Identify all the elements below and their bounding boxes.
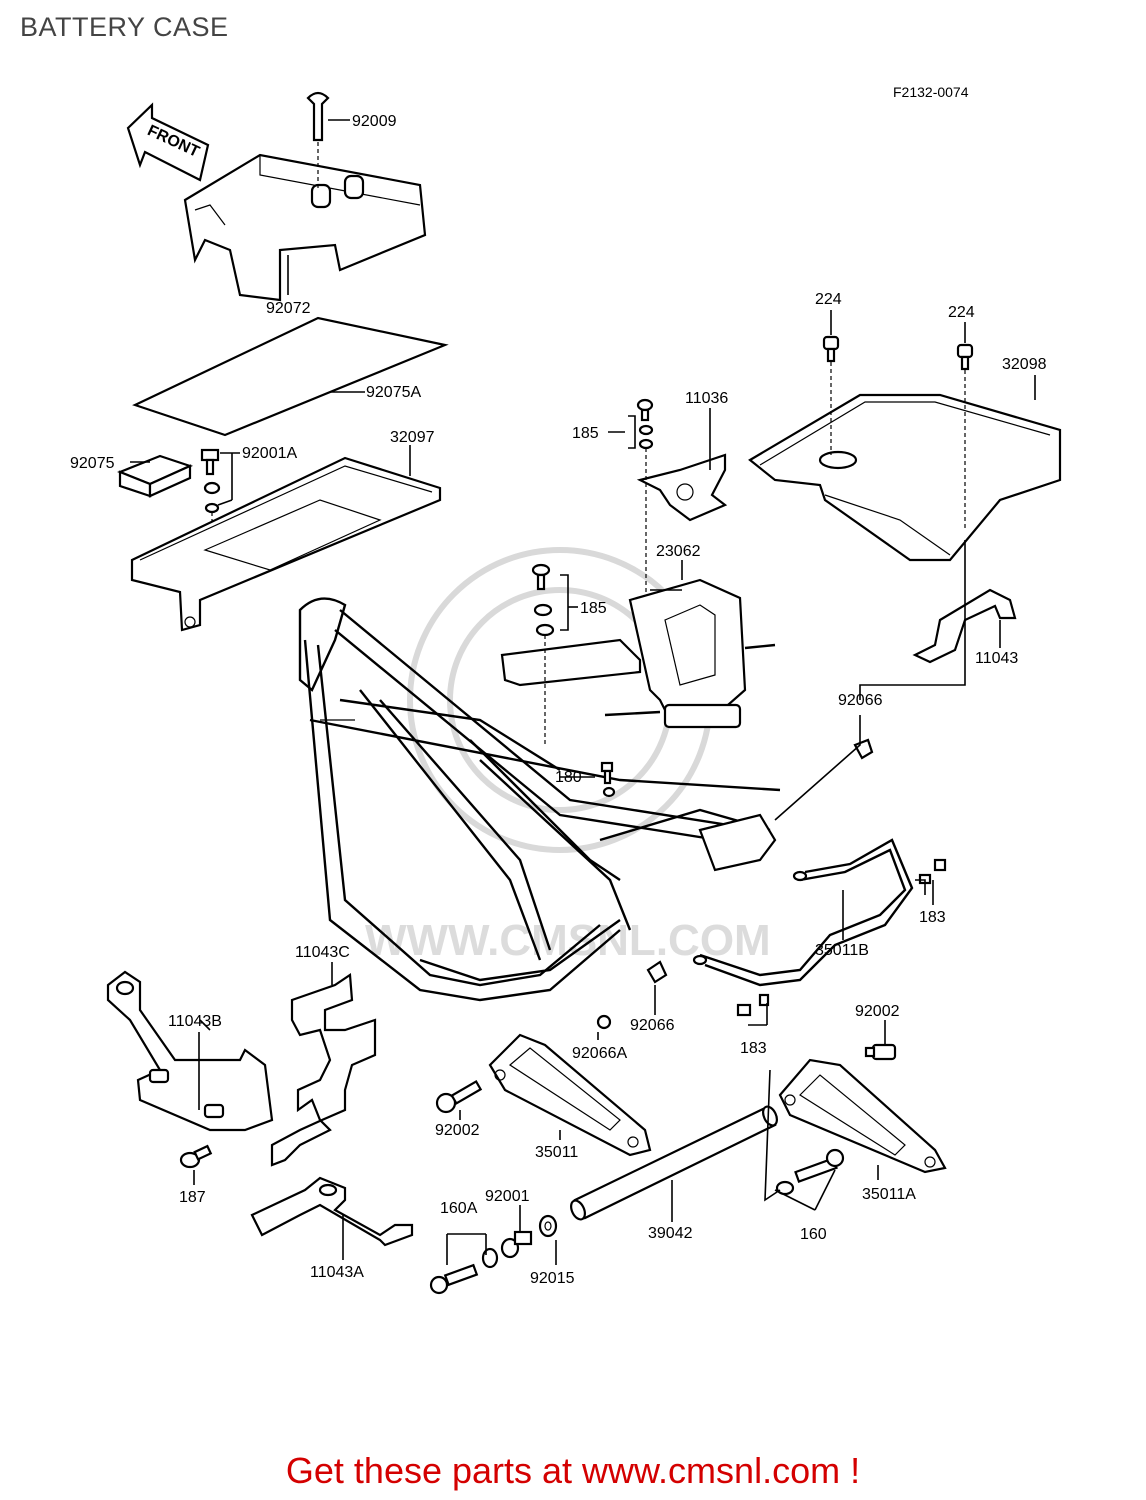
- label-32097: 32097: [390, 429, 435, 446]
- label-39042: 39042: [648, 1225, 693, 1242]
- label-224-b: 224: [948, 304, 975, 321]
- label-35011: 35011: [535, 1144, 578, 1161]
- label-92002-right: 92002: [855, 1003, 900, 1020]
- bolt-92001: [500, 1230, 533, 1259]
- battery-cover: [183, 153, 427, 302]
- grommet-92066a: [596, 1014, 612, 1030]
- label-160: 160: [800, 1226, 827, 1243]
- bolt-160a: [429, 1247, 499, 1295]
- battery-pad: [132, 316, 449, 437]
- label-92015: 92015: [530, 1270, 575, 1287]
- label-11043a: 11043A: [310, 1264, 364, 1281]
- label-11043b: 11043B: [168, 1013, 222, 1030]
- diagram-code: F2132-0074: [893, 84, 969, 100]
- guard-35011b: [692, 838, 914, 987]
- label-224-a: 224: [815, 291, 842, 308]
- rubber-block: [117, 454, 194, 498]
- bolt-185-lower: [531, 563, 555, 745]
- screw-224-a: [822, 335, 840, 455]
- grommet-92066-upper: [853, 738, 874, 760]
- bracket-11043c: [270, 973, 377, 1167]
- frame: [298, 597, 781, 1002]
- bracket-11036: [636, 453, 728, 522]
- label-11043c: 11043C: [295, 944, 350, 961]
- shaft-39042: [570, 1105, 778, 1221]
- footer-link[interactable]: Get these parts at www.cmsnl.com !: [285, 1450, 861, 1491]
- bolt-160: [775, 1148, 845, 1196]
- label-92066a: 92066A: [572, 1045, 627, 1062]
- bolt-180: [600, 761, 616, 798]
- label-183-upper: 183: [919, 909, 946, 926]
- label-11043: 11043: [975, 650, 1018, 667]
- footrest-bracket-35011: [488, 1033, 652, 1157]
- label-92066-upper: 92066: [838, 692, 883, 709]
- grommet-92066-lower: [646, 960, 668, 984]
- label-92001: 92001: [485, 1188, 530, 1205]
- label-92009: 92009: [352, 113, 397, 130]
- label-92066-lower: 92066: [630, 1017, 675, 1034]
- battery-case-right: [748, 393, 1062, 562]
- bracket-11043b: [106, 970, 274, 1132]
- label-92002-left: 92002: [435, 1122, 480, 1139]
- page-title: BATTERY CASE: [20, 12, 229, 42]
- label-92075a: 92075A: [366, 384, 421, 401]
- bolt-92002-right: [864, 1043, 897, 1061]
- footrest-bracket-35011a: [778, 1058, 947, 1174]
- label-160a: 160A: [440, 1200, 478, 1217]
- part-labels: 92009 92072 92075A 92075 92001A 32097 22…: [70, 113, 1047, 1287]
- bracket-11043: [912, 588, 1017, 664]
- label-11036: 11036: [685, 390, 728, 407]
- bracket-11043a: [250, 1176, 414, 1247]
- label-187: 187: [179, 1189, 206, 1206]
- screw-92009: [306, 91, 330, 190]
- label-32098: 32098: [1002, 356, 1047, 373]
- bolt-187: [179, 1144, 213, 1169]
- bolt-92002-left: [435, 1080, 483, 1114]
- label-92072: 92072: [266, 300, 311, 317]
- leader-lines: [130, 119, 1036, 1265]
- label-92075: 92075: [70, 455, 115, 472]
- bracket-23062: [500, 578, 776, 729]
- label-23062: 23062: [656, 543, 701, 560]
- label-185-upper: 185: [572, 425, 599, 442]
- label-185-lower: 185: [580, 600, 607, 617]
- bolt-183-lower: [736, 993, 770, 1017]
- label-92001a: 92001A: [242, 445, 297, 462]
- label-35011a: 35011A: [862, 1186, 916, 1203]
- label-180: 180: [555, 769, 582, 786]
- bolt-185-upper: [636, 398, 654, 600]
- label-35011b: 35011B: [815, 942, 869, 959]
- screw-224-b: [956, 343, 974, 530]
- washer-92015: [538, 1214, 558, 1238]
- battery-tray: [130, 456, 442, 632]
- front-arrow-icon: FRONT: [126, 102, 210, 182]
- label-183-lower: 183: [740, 1040, 767, 1057]
